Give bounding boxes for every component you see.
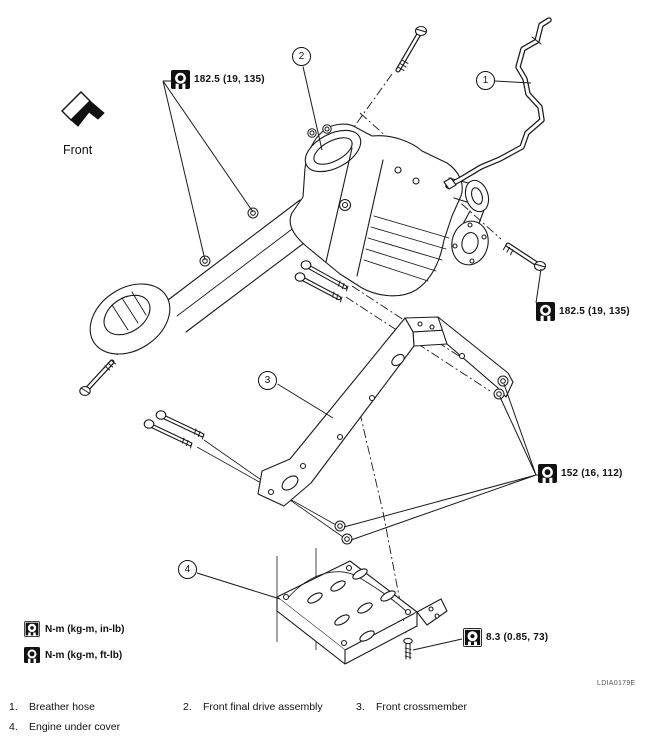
torque-value: 8.3 (0.85, 73) [486, 632, 549, 643]
callout-crossmember: 3 [258, 371, 277, 390]
bolt-drawings [79, 25, 547, 660]
legend-inlb-row: N-m (kg-m, in-lb) [24, 621, 124, 637]
torque-ftlb-icon [24, 647, 40, 663]
callout-final-drive: 2 [292, 47, 311, 66]
caption-item-number: 4. [9, 721, 18, 733]
caption-item-number: 1. [9, 701, 18, 713]
under-cover-drawing [276, 560, 448, 665]
legend-ftlb-row: N-m (kg-m, ft-lb) [24, 647, 122, 663]
breather-hose-drawing [443, 17, 552, 190]
final-drive-assembly-drawing [89, 123, 490, 355]
exploded-view-drawing [61, 17, 552, 665]
legend-ftlb-text: N-m (kg-m, ft-lb) [45, 649, 123, 661]
figure-code: LDIA0179E [597, 680, 636, 687]
caption-item-label: Front final drive assembly [203, 701, 323, 713]
torque-value: 152 (16, 112) [561, 468, 623, 479]
caption-item-label: Breather hose [29, 701, 95, 713]
legend-inlb-text: N-m (kg-m, in-lb) [45, 623, 125, 635]
torque-value: 182.5 (19, 135) [559, 306, 630, 317]
torque-inlb-icon [24, 621, 40, 637]
front-arrow-icon [61, 91, 105, 127]
torque-ftlb-icon [536, 302, 555, 321]
torque-label-crossmember: 152 (16, 112) [538, 464, 623, 483]
caption-item-number: 2. [183, 701, 192, 713]
torque-label-under-cover: 8.3 (0.85, 73) [463, 628, 548, 647]
callout-under-cover: 4 [178, 560, 197, 579]
caption-item-label: Engine under cover [29, 721, 121, 733]
nut-drawings [199, 124, 509, 545]
torque-ftlb-icon [171, 70, 190, 89]
torque-label-right: 182.5 (19, 135) [536, 302, 630, 321]
torque-value: 182.5 (19, 135) [194, 74, 265, 85]
crossmember-drawing [257, 316, 514, 507]
caption-item-number: 3. [356, 701, 365, 713]
callout-breather-hose: 1 [476, 71, 495, 90]
caption-item-label: Front crossmember [376, 701, 468, 713]
torque-ftlb-icon [538, 464, 557, 483]
torque-inlb-icon [463, 628, 482, 647]
torque-label-top-left: 182.5 (19, 135) [171, 70, 265, 89]
front-direction-label: Front [63, 143, 93, 157]
